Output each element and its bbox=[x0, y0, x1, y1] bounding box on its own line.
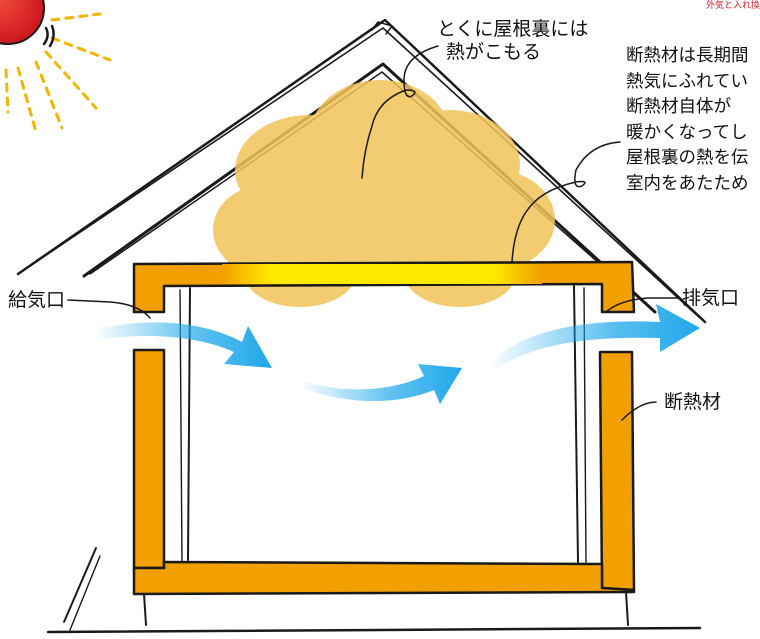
leader-lines bbox=[67, 45, 679, 421]
top-note: 外気と入れ換え bbox=[706, 1, 760, 11]
explanation-line: 室内をあたため bbox=[626, 173, 749, 194]
explanation-line: 断熱材は長期間 bbox=[626, 46, 749, 66]
attic-heat-label-line2: 熱がこもる bbox=[446, 41, 542, 63]
airflow-arrow-icon bbox=[94, 304, 700, 404]
exhaust-vent-label: 排気口 bbox=[682, 287, 740, 309]
attic-heat-cloud bbox=[213, 80, 555, 307]
insulation-explanation: 断熱材は長期間 熱気にふれてい 断熱材自体が 暖かくなってし 屋根裏の熱を伝 室… bbox=[626, 44, 760, 197]
explanation-line: 屋根裏の熱を伝 bbox=[626, 148, 749, 168]
explanation-line: 断熱材自体が bbox=[626, 97, 731, 117]
insulation-layer bbox=[132, 260, 636, 596]
insulation-label: 断熱材 bbox=[664, 391, 722, 413]
roof bbox=[16, 18, 707, 324]
explanation-line: 熱気にふれてい bbox=[626, 71, 748, 92]
attic-heat-label-line1: とくに屋根裏には bbox=[437, 18, 589, 40]
explanation-line: 暖かくなってし bbox=[626, 122, 748, 143]
sun-icon bbox=[0, 0, 112, 134]
supply-vent-label: 給気口 bbox=[8, 289, 66, 311]
